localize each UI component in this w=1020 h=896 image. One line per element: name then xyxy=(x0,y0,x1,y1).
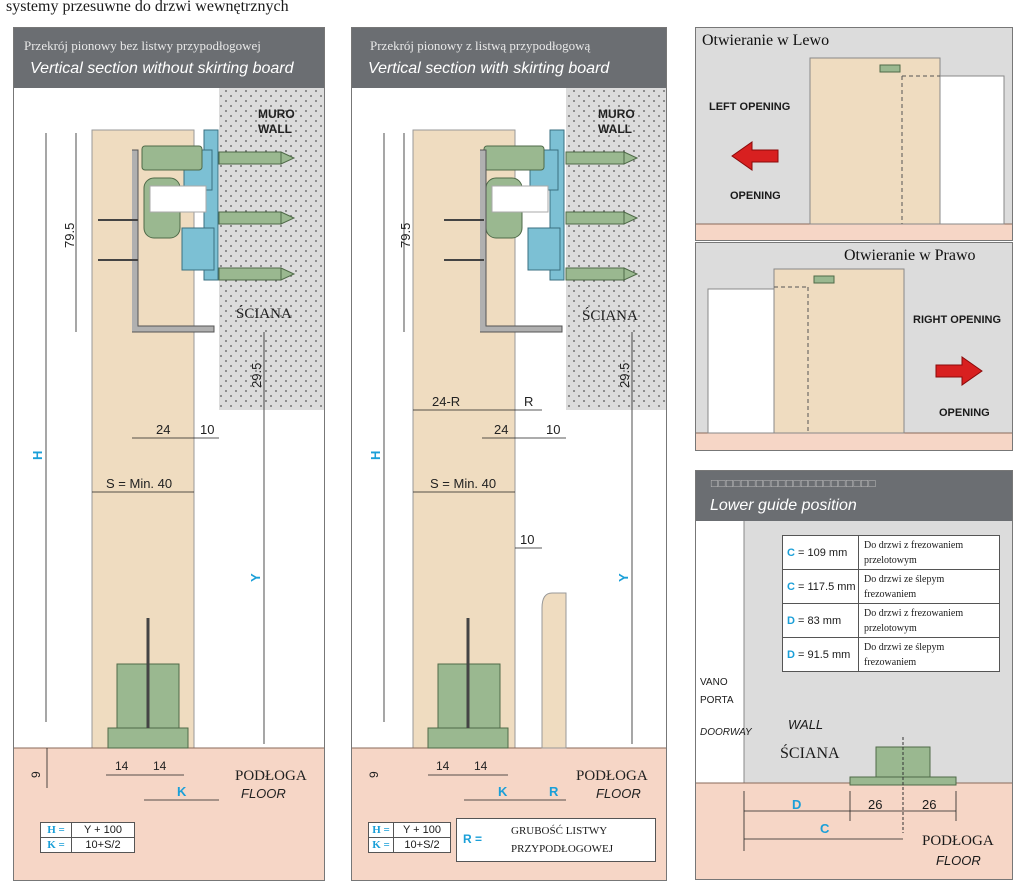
label-sciana: ŚCIANA xyxy=(780,745,840,762)
dim-24: 24 xyxy=(156,422,170,437)
right-opening-drawing xyxy=(696,268,1012,450)
floor-pl: PODŁOGA xyxy=(235,768,307,784)
legend-r-line2: PRZYPODŁOGOWEJ xyxy=(511,843,614,855)
sciana-label: ŚCIANA xyxy=(236,305,292,322)
label-doorway: DOORWAY xyxy=(700,727,752,738)
legend-table: H = Y + 100 K = 10+S/2 xyxy=(40,822,135,853)
panel-title: Otwieranie w Lewo xyxy=(702,32,830,49)
panel-right-opening: Otwieranie w Prawo RIGHT OPENING OPENING xyxy=(695,242,1013,451)
svg-text:MURO: MURO xyxy=(598,107,635,121)
svg-text:79.5: 79.5 xyxy=(398,223,413,248)
panel-title-en: Vertical section without skirting board xyxy=(30,60,294,77)
dim-14a: 14 xyxy=(115,759,129,773)
svg-text:WALL: WALL xyxy=(598,122,632,136)
carriage-top xyxy=(141,145,203,171)
door-leaf xyxy=(773,268,905,434)
svg-text:10: 10 xyxy=(546,422,560,437)
legend-r-box: R = GRUBOŚĆ LISTWY PRZYPODŁOGOWEJ xyxy=(456,818,656,862)
panel-header: Przekrój pionowy z listwą przypodłogową … xyxy=(352,28,666,88)
svg-text:29.5: 29.5 xyxy=(617,363,632,388)
panel-title: Otwieranie w Prawo xyxy=(844,247,976,264)
svg-text:FLOOR: FLOOR xyxy=(596,786,641,801)
svg-text:PODŁOGA: PODŁOGA xyxy=(576,768,648,784)
label-vano: VANO xyxy=(700,677,728,688)
panel-title-en: Vertical section with skirting board xyxy=(368,60,610,77)
doorway-opening xyxy=(707,288,775,434)
dim-y: Y xyxy=(248,573,263,582)
arrow-right-icon xyxy=(935,356,983,386)
svg-text:10: 10 xyxy=(520,532,534,547)
svg-text:R: R xyxy=(549,784,559,799)
floor-block xyxy=(14,748,324,880)
panel-lower-guide-position: □□□□□□□□□□□□□□□□□□□□□□ Lower guide posit… xyxy=(695,470,1013,880)
panel-header: Przekrój pionowy bez listwy przypodłogow… xyxy=(14,28,324,88)
svg-text:K: K xyxy=(498,784,508,799)
dim-79-5: 79.5 xyxy=(62,223,77,248)
dim-10: 10 xyxy=(200,422,214,437)
left-opening-drawing xyxy=(696,57,1012,240)
floor-block xyxy=(696,783,1012,879)
label-left-opening: LEFT OPENING xyxy=(709,101,791,113)
section-drawing: MURO WALL ŚCIANA 79.5 29.5 H Y 24-R R 24… xyxy=(352,88,666,880)
svg-text:9: 9 xyxy=(367,771,381,778)
section-drawing: MURO WALL ŚCIANA 79.5 29.5 H Y 24 10 S =… xyxy=(14,88,324,880)
legend-r-key: R = xyxy=(463,832,483,846)
skirting-board xyxy=(541,592,567,749)
dim-k: K xyxy=(177,784,187,799)
dim-29-5: 29.5 xyxy=(249,363,264,388)
panel-title-pl: Przekrój pionowy z listwą przypodłogową xyxy=(370,38,591,53)
svg-text:Y: Y xyxy=(616,573,631,582)
svg-text:H: H xyxy=(368,451,383,460)
label-wall: WALL xyxy=(788,717,824,732)
panel-left-opening: Otwieranie w Lewo LEFT OPENING OPENING xyxy=(695,27,1013,241)
doorway-opening xyxy=(939,75,1005,225)
door-leaf xyxy=(809,57,941,225)
panel-vertical-section-without-skirting: Przekrój pionowy bez listwy przypodłogow… xyxy=(13,27,325,881)
svg-text:24-R: 24-R xyxy=(432,394,460,409)
dim-26a: 26 xyxy=(868,797,883,812)
label-opening: OPENING xyxy=(730,190,781,202)
label-porta: PORTA xyxy=(700,695,734,706)
floor-en: FLOOR xyxy=(936,853,981,868)
panel-header: □□□□□□□□□□□□□□□□□□□□□□ Lower guide posit… xyxy=(696,471,1012,521)
dim-9: 9 xyxy=(29,771,43,778)
wall-label: MURO xyxy=(258,107,295,121)
svg-text:R: R xyxy=(524,394,533,409)
page-title: systemy przesuwne do drzwi wewnętrznych xyxy=(6,0,289,15)
svg-text:S = Min. 40: S = Min. 40 xyxy=(430,476,496,491)
svg-text:14: 14 xyxy=(474,759,488,773)
panel-title-pl: Przekrój pionowy bez listwy przypodłogow… xyxy=(24,38,261,53)
legend-r-line1: GRUBOŚĆ LISTWY xyxy=(511,825,608,837)
arrow-left-icon xyxy=(731,141,779,171)
svg-text:24: 24 xyxy=(494,422,508,437)
label-right-opening: RIGHT OPENING xyxy=(913,314,1002,326)
label-opening: OPENING xyxy=(939,407,990,419)
guide-profile xyxy=(132,149,215,333)
dim-s: S = Min. 40 xyxy=(106,476,172,491)
floor-en: FLOOR xyxy=(241,786,286,801)
panel-vertical-section-with-skirting: Przekrój pionowy z listwą przypodłogową … xyxy=(351,27,667,881)
wall-block xyxy=(566,88,666,410)
dim-h: H xyxy=(30,451,45,460)
legend-table: H = Y + 100 K = 10+S/2 xyxy=(368,822,451,853)
dim-d: D xyxy=(792,797,802,812)
panel-title-en: Lower guide position xyxy=(710,497,857,514)
dim-26b: 26 xyxy=(922,797,937,812)
floor-pl: PODŁOGA xyxy=(922,833,994,849)
dim-c: C xyxy=(820,821,830,836)
wall-block xyxy=(219,88,324,410)
svg-text:14: 14 xyxy=(436,759,450,773)
sciana-label: ŚCIANA xyxy=(582,307,638,324)
svg-text:WALL: WALL xyxy=(258,122,292,136)
dim-14b: 14 xyxy=(153,759,167,773)
panel-title-pl: □□□□□□□□□□□□□□□□□□□□□□ xyxy=(710,479,876,489)
